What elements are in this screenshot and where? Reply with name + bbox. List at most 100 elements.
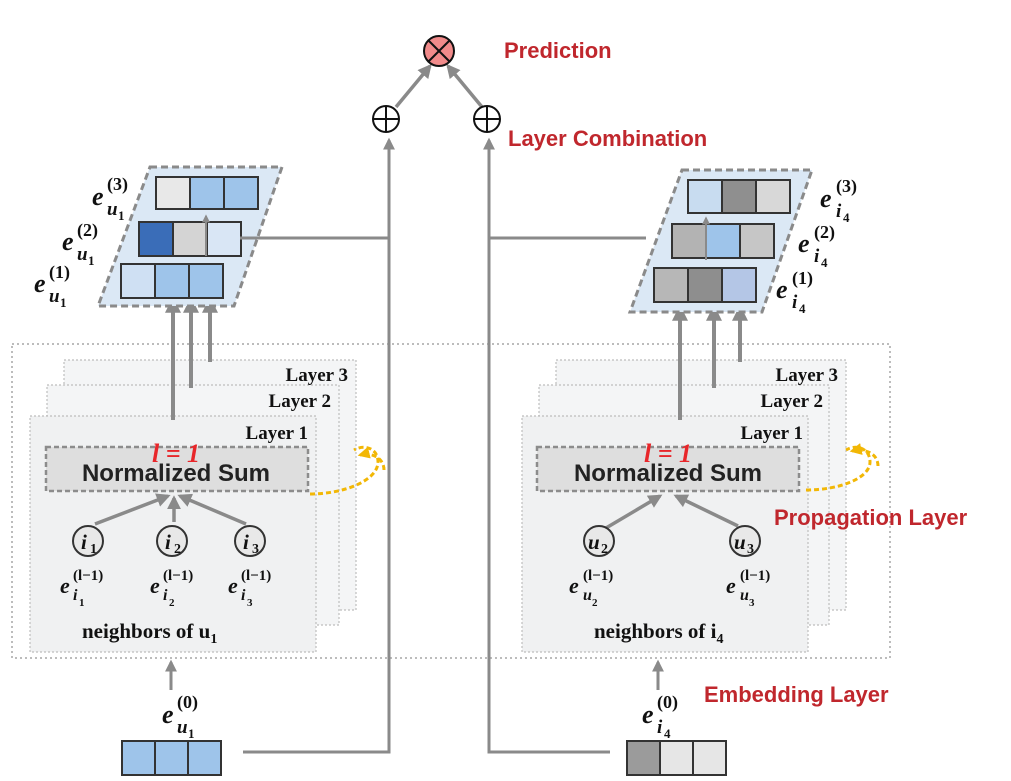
svg-text:e: e [820,184,832,213]
svg-text:i: i [73,587,78,604]
circle-plus-icon [372,105,400,133]
left-emb-i3: e (l−1) i 3 [228,568,271,609]
right-input-embedding [626,740,727,776]
layer-combination-label: Layer Combination [508,126,707,151]
svg-text:e: e [798,229,810,258]
right-emb-u2: e (l−1) u 2 [569,568,613,609]
left-stack-row-3 [155,176,259,210]
svg-text:4: 4 [821,255,828,270]
left-emb-i2: e (l−1) i 2 [150,568,193,609]
svg-text:i: i [814,246,820,267]
right-stack-row-3 [687,179,791,214]
right-branch: Layer 3 Layer 2 Layer 1 l = 1 Normalized… [521,168,880,776]
svg-text:2: 2 [592,597,598,609]
svg-text:3: 3 [749,597,755,609]
right-layer1-label: Layer 1 [741,423,803,444]
svg-text:i: i [81,530,87,554]
left-input-label: e (0) u 1 [162,692,198,741]
svg-text:u: u [77,244,88,265]
svg-text:1: 1 [188,726,195,741]
left-layer2-label: Layer 2 [269,391,331,412]
left-normalized-sum-box [44,445,310,493]
svg-text:3: 3 [247,597,253,609]
left-l-label: l = 1 [152,439,200,468]
svg-text:4: 4 [664,726,671,741]
svg-text:3: 3 [747,542,754,557]
right-stack-label-3: e (3) i 4 [820,176,857,225]
right-stack-label-1: e (1) i 4 [776,268,813,316]
svg-text:e: e [726,573,736,598]
svg-text:e: e [34,269,46,298]
propagation-layer-label: Propagation Layer [774,505,968,530]
svg-text:2: 2 [169,597,175,609]
embedding-layer-label: Embedding Layer [704,682,889,707]
svg-text:i: i [243,530,249,554]
svg-text:e: e [642,700,654,729]
left-node-i2: i 2 [156,525,188,557]
svg-text:(l−1): (l−1) [583,568,613,584]
svg-text:1: 1 [60,295,67,310]
svg-text:(0): (0) [177,692,198,713]
svg-text:1: 1 [88,253,95,268]
right-layer3-label: Layer 3 [776,365,838,386]
svg-text:4: 4 [843,210,850,225]
svg-text:i: i [836,201,842,222]
svg-text:e: e [228,573,238,598]
right-emb-u3: e (l−1) u 3 [726,568,770,609]
right-l-label: l = 1 [644,439,692,468]
left-layer1-label: Layer 1 [246,423,308,444]
right-node-u2: u 2 [583,525,615,557]
svg-text:u: u [588,530,600,554]
svg-text:i: i [792,292,798,313]
svg-text:(l−1): (l−1) [73,568,103,584]
svg-text:i: i [163,587,168,604]
right-stack-label-2: e (2) i 4 [798,222,835,270]
svg-text:(0): (0) [657,692,678,713]
svg-text:2: 2 [601,542,608,557]
svg-text:e: e [60,573,70,598]
svg-text:1: 1 [79,597,85,609]
svg-text:u: u [583,587,592,604]
left-stack-label-1: e (1) u 1 [34,262,70,310]
svg-text:(l−1): (l−1) [163,568,193,584]
svg-text:i: i [241,587,246,604]
svg-text:(l−1): (l−1) [241,568,271,584]
svg-text:u: u [107,199,118,220]
svg-text:(3): (3) [836,176,857,197]
left-stack-row-1 [120,263,224,299]
left-branch: Layer 3 Layer 2 Layer 1 l = 1 Normalized… [29,165,386,776]
svg-text:(1): (1) [792,268,813,289]
left-node-i3: i 3 [234,525,266,557]
propagation-region [11,343,891,659]
right-normalized-sum-label: Normalized Sum [574,460,762,487]
svg-text:4: 4 [799,301,806,316]
left-node-i1: i 1 [72,525,104,557]
left-input-embedding [121,740,222,776]
combination-paths [240,63,646,754]
left-neighbors-label: neighbors of u1 [82,619,217,647]
svg-text:(l−1): (l−1) [740,568,770,584]
right-node-u3: u 3 [729,525,761,557]
svg-text:i: i [657,717,663,738]
left-normalized-sum-label: Normalized Sum [82,460,270,487]
svg-text:1: 1 [90,542,97,557]
circle-times-icon [423,35,455,67]
svg-text:e: e [150,573,160,598]
svg-text:3: 3 [252,542,259,557]
right-stack-row-1 [653,267,757,303]
svg-text:(3): (3) [107,174,128,195]
svg-text:u: u [49,286,60,307]
left-stack-row-2 [138,221,242,257]
left-layer3-label: Layer 3 [286,365,348,386]
right-input-label: e (0) i 4 [642,692,678,741]
svg-text:i: i [165,530,171,554]
left-emb-i1: e (l−1) i 1 [60,568,103,609]
svg-text:e: e [569,573,579,598]
right-stack-row-2 [671,223,775,259]
svg-text:1: 1 [118,208,125,223]
svg-text:u: u [740,587,749,604]
right-layer2-label: Layer 2 [761,391,823,412]
svg-text:2: 2 [174,542,181,557]
svg-text:e: e [92,182,104,211]
